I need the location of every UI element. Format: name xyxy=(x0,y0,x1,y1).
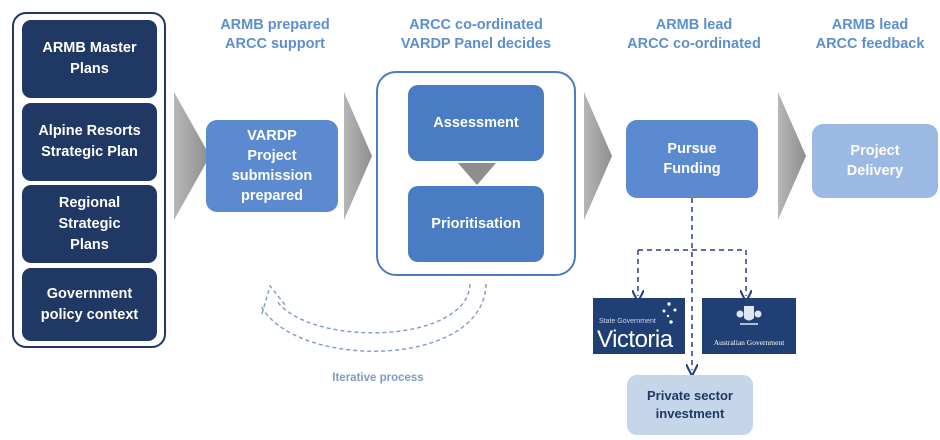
policy-context-label: Government policy context xyxy=(40,285,139,323)
pursue-funding-label: Pursue Funding xyxy=(663,141,721,177)
australian-government-logo: Australian Government xyxy=(702,298,796,354)
stage4-header-line2: ARCC feedback xyxy=(815,36,925,52)
project-delivery-box: Project Delivery xyxy=(812,124,938,198)
armb-master-plans-label: ARMB Master Plans xyxy=(42,40,137,77)
vardp-submission-text: VARDP Project submission prepared xyxy=(231,128,313,204)
stage1-header: ARMB prepared ARCC support xyxy=(195,16,355,54)
vardp-submission-box: VARDP Project submission prepared xyxy=(206,120,338,212)
vardp-panel-frame xyxy=(376,71,576,276)
stage4-header-line1: ARMB lead xyxy=(831,17,909,33)
stage3-header-line2: ARCC co-ordinated xyxy=(627,36,761,52)
southern-cross-icon xyxy=(662,302,677,324)
stage2-header-line1: ARCC co-ordinated xyxy=(409,17,543,33)
victoria-government-logo: State Government Victoria xyxy=(593,298,685,354)
private-sector-label: Private sector investment xyxy=(647,388,733,421)
input-plans-frame xyxy=(12,12,166,348)
iterative-process-label: Iterative process xyxy=(332,372,424,384)
stage2-header: ARCC co-ordinated VARDP Panel decides xyxy=(376,16,576,54)
pursue-funding-box: Pursue Funding xyxy=(626,120,758,198)
iterative-loop-arrow xyxy=(259,283,487,352)
assessment-box: Assessment xyxy=(408,85,544,161)
stage3-header-line1: ARMB lead xyxy=(655,17,733,33)
vic-logo-small-text: State Government xyxy=(599,318,656,325)
coat-of-arms-icon xyxy=(736,306,762,325)
alpine-resorts-plan-label: Alpine Resorts Strategic Plan xyxy=(38,123,141,160)
stage3-header: ARMB lead ARCC co-ordinated xyxy=(610,16,778,54)
regional-plans-label: Regional Strategic Plans xyxy=(58,194,121,253)
policy-context-box: Government policy context xyxy=(22,268,157,341)
stage1-header-line2: ARCC support xyxy=(225,36,325,52)
prioritisation-label: Prioritisation xyxy=(431,216,521,232)
stage1-header-line1: ARMB prepared xyxy=(220,17,330,33)
private-sector-box: Private sector investment xyxy=(627,375,753,435)
aus-logo-text: Australian Government xyxy=(713,338,785,347)
funding-connectors xyxy=(638,198,746,370)
stage4-header: ARMB lead ARCC feedback xyxy=(800,16,940,54)
regional-plans-box: Regional Strategic Plans xyxy=(22,185,157,263)
assessment-label: Assessment xyxy=(433,115,519,131)
prioritisation-box: Prioritisation xyxy=(408,186,544,262)
armb-master-plans-box: ARMB Master Plans xyxy=(22,20,157,98)
alpine-resorts-plan-box: Alpine Resorts Strategic Plan xyxy=(22,103,157,181)
vic-logo-big-text: Victoria xyxy=(597,326,673,353)
stage2-header-line2: VARDP Panel decides xyxy=(400,36,552,52)
project-delivery-label: Project Delivery xyxy=(846,143,904,179)
